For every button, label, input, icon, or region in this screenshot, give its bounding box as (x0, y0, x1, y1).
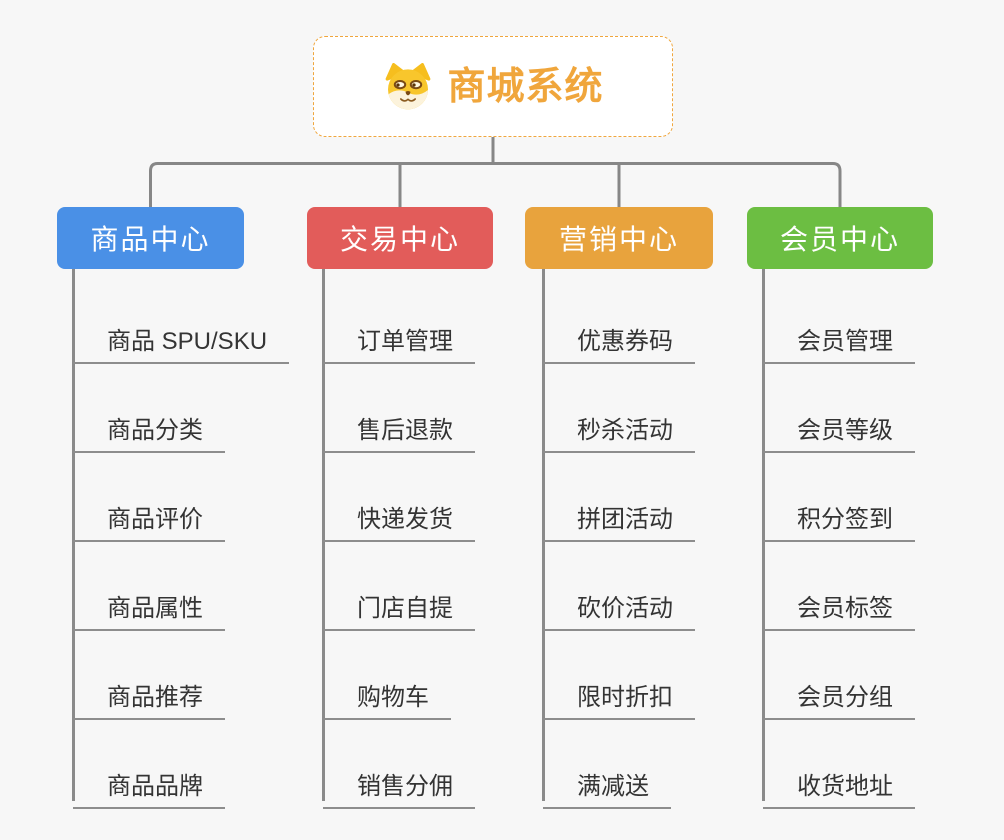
branch-label: 会员中心 (779, 224, 900, 255)
leaf-node[interactable]: 商品分类 (73, 399, 225, 453)
leaf-node[interactable]: 限时折扣 (543, 666, 695, 720)
leaf-node[interactable]: 秒杀活动 (543, 399, 695, 453)
leaf-node[interactable]: 会员分组 (763, 666, 915, 720)
branch-children-member-center: 会员管理 会员等级 积分签到 会员标签 会员分组 收货地址 (762, 269, 1004, 809)
leaf-node[interactable]: 售后退款 (323, 399, 475, 453)
leaf-node[interactable]: 砍价活动 (543, 577, 695, 631)
leaf-node[interactable]: 快递发货 (323, 488, 475, 542)
leaf-node[interactable]: 订单管理 (323, 310, 475, 364)
leaf-node[interactable]: 会员标签 (763, 577, 915, 631)
leaf-node[interactable]: 会员管理 (763, 310, 915, 364)
leaf-node[interactable]: 会员等级 (763, 399, 915, 453)
leaf-node[interactable]: 满减送 (543, 755, 671, 809)
leaf-node[interactable]: 商品属性 (73, 577, 225, 631)
leaf-node[interactable]: 积分签到 (763, 488, 915, 542)
branch-line (542, 269, 545, 801)
branch-line (322, 269, 325, 801)
leaf-node[interactable]: 收货地址 (763, 755, 915, 809)
root-node[interactable]: 商城系统 (313, 36, 673, 137)
branch-children-marketing-center: 优惠券码 秒杀活动 拼团活动 砍价活动 限时折扣 满减送 (542, 269, 802, 809)
root-title: 商城系统 (447, 65, 604, 108)
branch-line (72, 269, 75, 801)
doge-icon (382, 62, 434, 111)
leaf-node[interactable]: 商品品牌 (73, 755, 225, 809)
leaf-node[interactable]: 拼团活动 (543, 488, 695, 542)
leaf-node[interactable]: 商品 SPU/SKU (73, 310, 290, 364)
leaf-node[interactable]: 销售分佣 (323, 755, 475, 809)
branch-label: 商品中心 (90, 224, 211, 255)
leaf-node[interactable]: 购物车 (323, 666, 451, 720)
leaf-node[interactable]: 优惠券码 (543, 310, 695, 364)
branch-children-product-center: 商品 SPU/SKU 商品分类 商品评价 商品属性 商品推荐 商品品牌 (72, 269, 332, 809)
branch-node-member-center[interactable]: 会员中心 (747, 207, 933, 269)
branch-node-marketing-center[interactable]: 营销中心 (525, 207, 713, 269)
leaf-node[interactable]: 商品评价 (73, 488, 225, 542)
branch-label: 营销中心 (558, 224, 679, 255)
leaf-node[interactable]: 商品推荐 (73, 666, 225, 720)
branch-node-product-center[interactable]: 商品中心 (57, 207, 244, 269)
branch-children-trade-center: 订单管理 售后退款 快递发货 门店自提 购物车 销售分佣 (322, 269, 582, 809)
branch-line (762, 269, 765, 801)
branch-label: 交易中心 (339, 224, 460, 255)
branch-node-trade-center[interactable]: 交易中心 (307, 207, 493, 269)
leaf-node[interactable]: 门店自提 (323, 577, 475, 631)
